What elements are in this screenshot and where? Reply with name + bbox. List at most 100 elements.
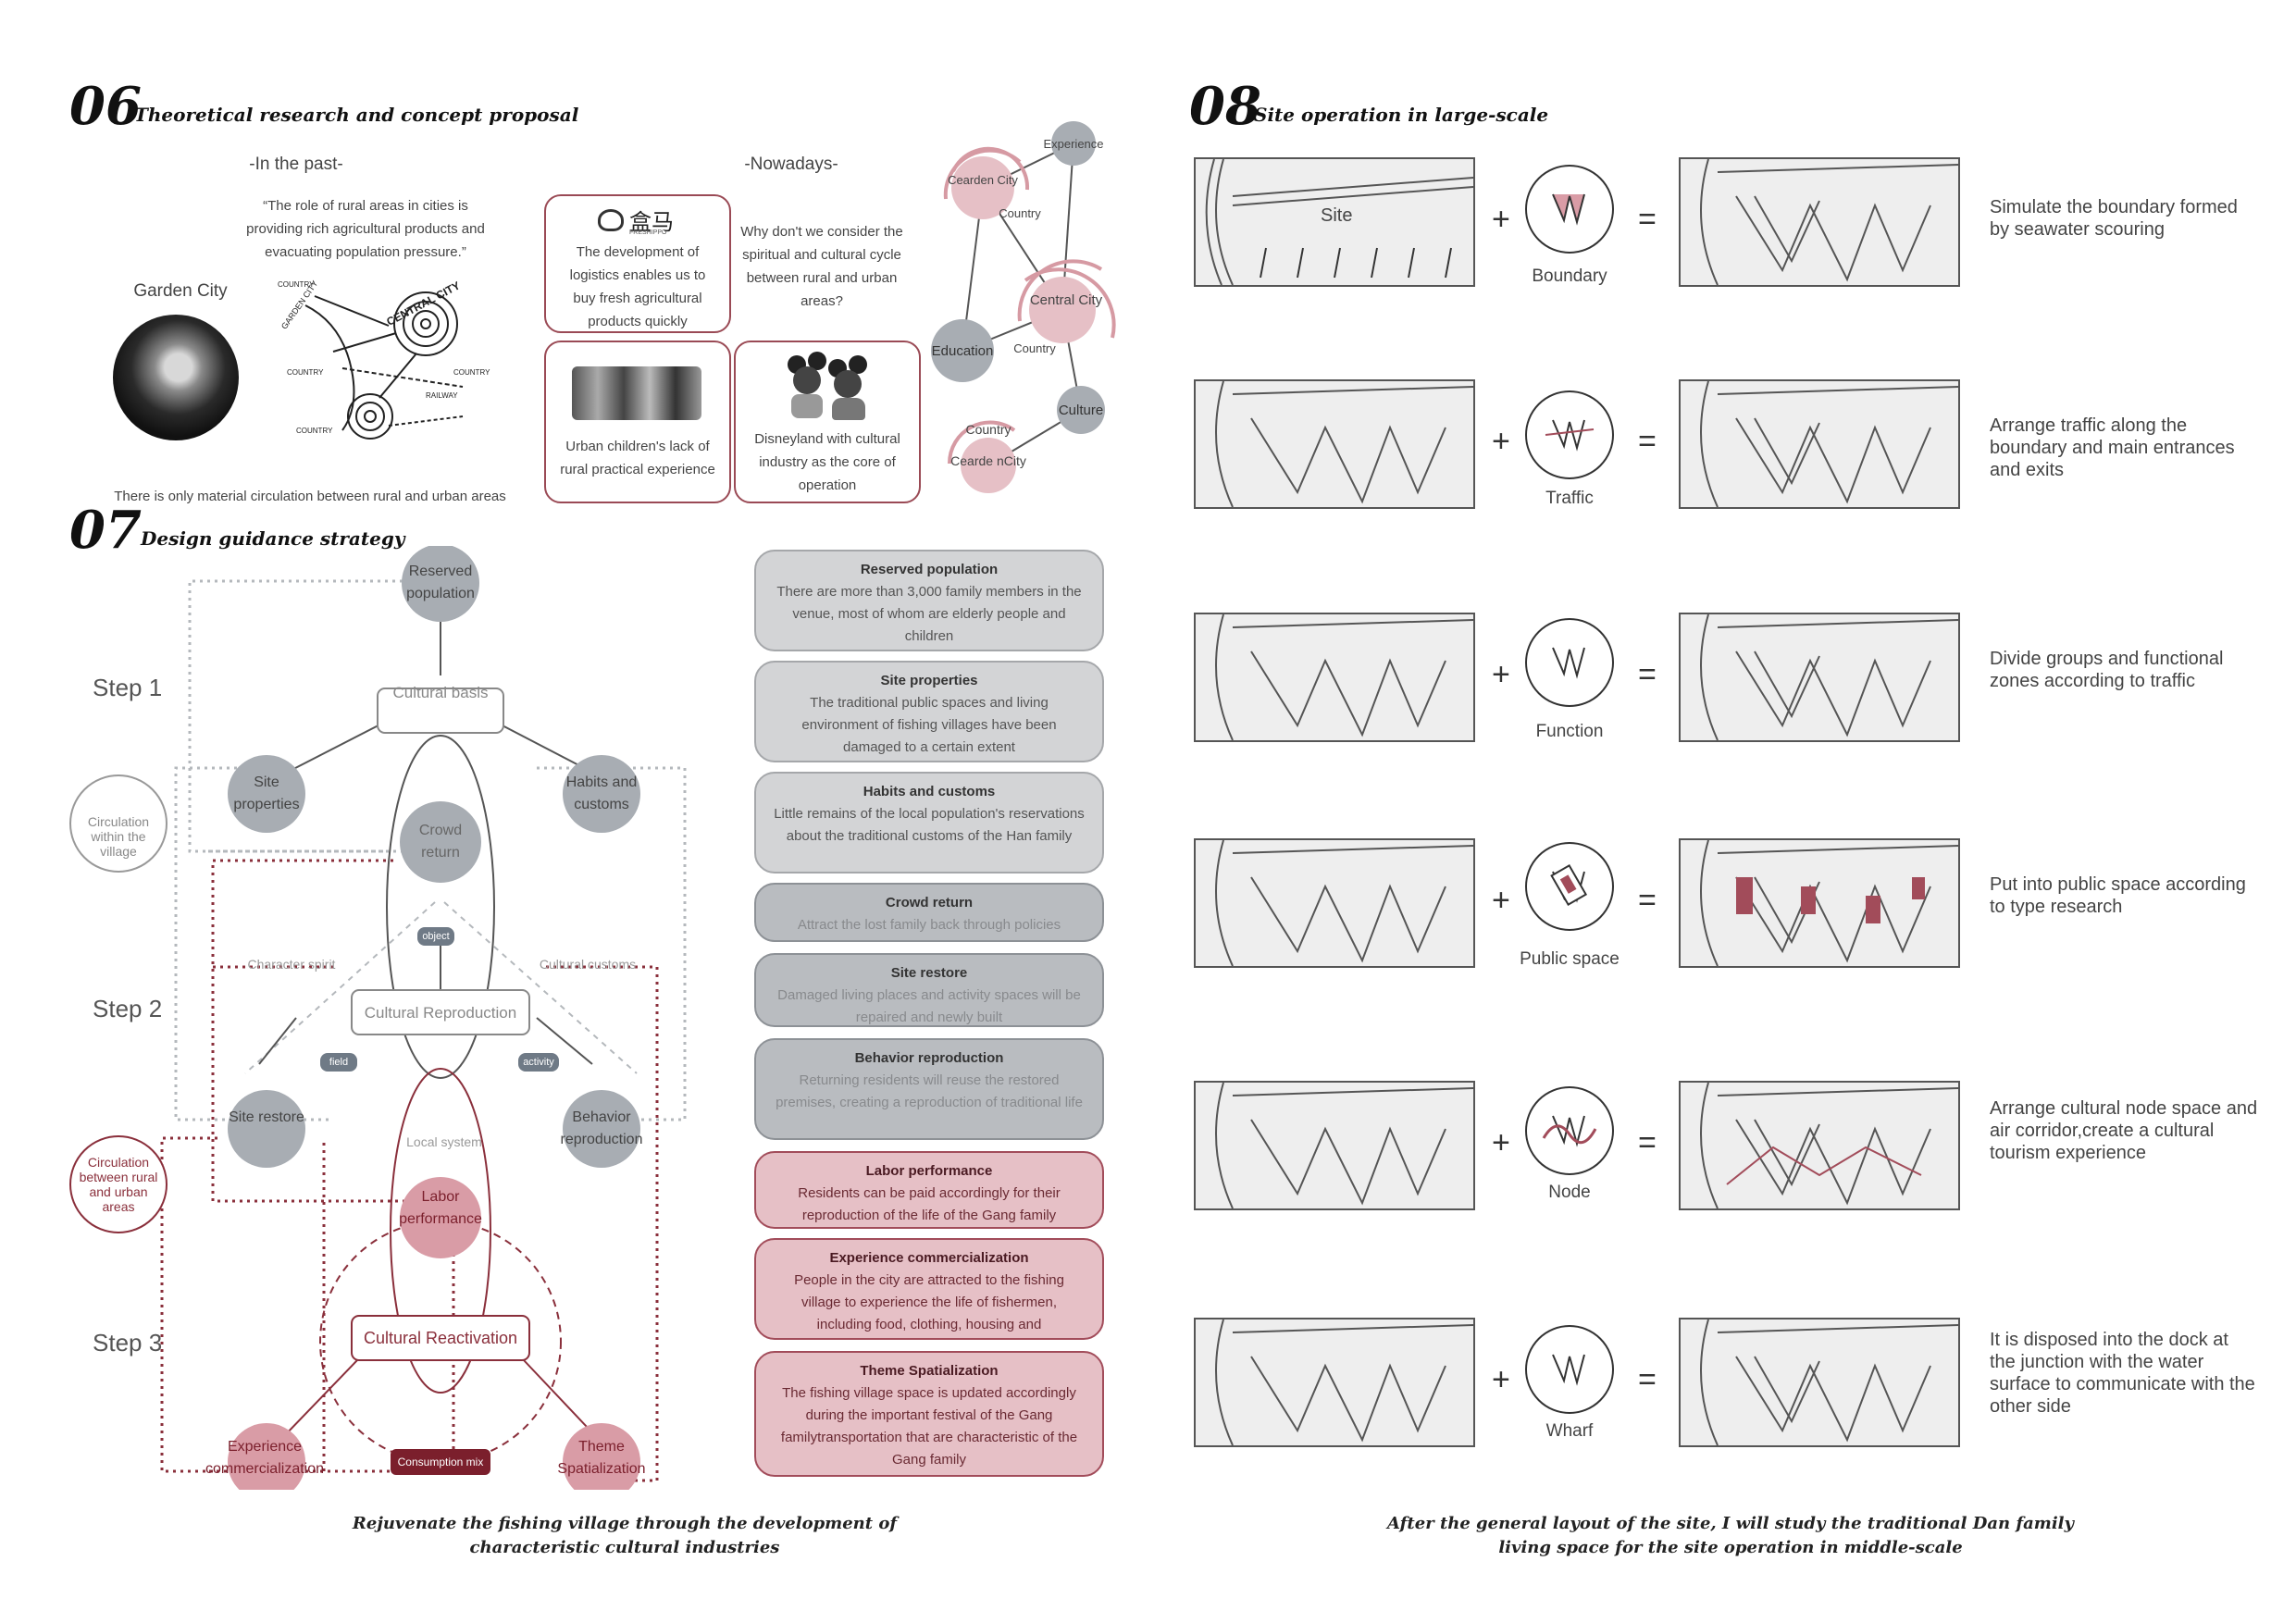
node-cultural-reactivation: Cultural Reactivation [363,1329,518,1347]
net-node-cearde-ncity: Cearde nCity [950,453,1026,468]
strategy-box-3: Habits and customs Little remains of the… [754,772,1104,873]
strategy-box-7: Labor performance Residents can be paid … [754,1151,1104,1229]
map-label-country-4: COUNTRY [296,427,333,435]
strategy-body-9: The fishing village space is updated acc… [780,1385,1078,1468]
result-panel [1679,838,1960,968]
site-panel [1194,379,1475,509]
section-06-number: 06 [69,76,142,137]
equals-sign: = [1638,424,1657,459]
plus-sign: + [1492,1362,1510,1397]
strategy-body-3: Little remains of the local population's… [774,806,1085,844]
strategy-body-8: People in the city are attracted to the … [794,1272,1064,1332]
node-behavior-reproduction: Behavior reproduction [560,1109,643,1147]
card-disney: Disneyland with cultural industry as the… [734,341,921,503]
strategy-title-9: Theme Spatialization [860,1363,999,1379]
section-08-number: 08 [1189,76,1261,137]
net-node-country-2: Country [1013,341,1056,355]
result-panel [1679,379,1960,509]
map-label-country-3: COUNTRY [453,368,490,377]
garden-city-diagram: CENTRAL CITY GARDEN CITY COUNTRY COUNTRY… [278,279,490,440]
tag-activity: activity [523,1057,554,1068]
strategy-body-6: Returning residents will reuse the resto… [776,1072,1083,1110]
node-reserved-population: Reserved population [406,564,475,601]
plus-sign: + [1492,657,1510,692]
operation-icon-circle [1525,1086,1614,1175]
strategy-box-9: Theme Spatialization The fishing village… [754,1351,1104,1477]
plus-sign: + [1492,202,1510,237]
section-07-title: Design guidance strategy [141,527,405,550]
freshippo-logo: 盒马 FRESHIPPO [598,205,679,239]
equals-sign: = [1638,883,1657,918]
map-label-railway: RAILWAY [426,391,458,400]
net-node-education: Education [932,343,994,359]
past-label: -In the past- [249,155,343,174]
node-site-properties: Site properties [233,774,300,812]
result-panel [1679,157,1960,287]
section-07-caption: Rejuvenate the fishing village through t… [352,1514,898,1557]
children-photo [572,366,701,420]
operation-icon-circle [1525,842,1614,931]
result-panel [1679,1318,1960,1447]
operation-label: Public space [1520,949,1620,969]
hippo-icon [598,209,624,231]
result-panel [1679,613,1960,742]
node-labor-performance: Labor performance [399,1189,482,1227]
section-08-title: Site operation in large-scale [1254,104,1549,126]
section-08-caption: After the general layout of the site, I … [1387,1514,2074,1557]
card-logistics: 盒马 FRESHIPPO The development of logistic… [544,194,731,333]
net-node-country-3: Country [965,422,1011,437]
culture-network-diagram: Experience Cearden City Country Central … [931,121,1116,493]
question-text: Why don't we consider the spiritual and … [740,224,903,309]
node-experience-commercialization: Experience commercialization [205,1439,325,1477]
plus-sign: + [1492,1125,1510,1160]
strategy-title-5: Site restore [890,965,968,981]
node-habits-customs: Habits and customs [565,774,638,812]
strategy-title-4: Crowd return [885,895,974,911]
node-site-restore: Site restore [229,1109,304,1125]
plus-sign: + [1492,883,1510,918]
strategy-body-7: Residents can be paid accordingly for th… [798,1185,1061,1223]
traffic-icon [1545,419,1595,452]
boundary-icon [1552,193,1585,226]
step-3-label: Step 3 [93,1329,163,1357]
past-quote: “The role of rural areas in cities is pr… [246,198,485,260]
past-bottom-note: There is only material circulation betwe… [114,489,506,504]
disney-characters-image [784,352,871,420]
net-node-culture: Culture [1059,403,1103,418]
net-node-cearden-city: Cearden City [948,173,1018,187]
label-local-system: Local system [406,1134,482,1149]
strategy-title-1: Reserved population [860,562,999,577]
equals-sign: = [1638,202,1657,237]
equals-sign: = [1638,1125,1657,1160]
site-panel [1194,838,1475,968]
strategy-body-1: There are more than 3,000 family members… [776,584,1082,644]
site-label: Site [1321,205,1353,226]
net-node-experience: Experience [1043,137,1103,151]
operation-icon-circle [1525,390,1614,479]
node-circulation-rural-urban: Circulation between rural and urban area… [79,1155,158,1214]
operation-label: Traffic [1545,489,1594,508]
operation-icon-circle [1525,165,1614,254]
site-panel [1194,1081,1475,1210]
plus-sign: + [1492,424,1510,459]
net-node-country-1: Country [999,206,1041,220]
strategy-box-1: Reserved population There are more than … [754,550,1104,651]
function-icon [1552,647,1585,679]
strategy-body-2: The traditional public spaces and living… [801,695,1057,755]
strategy-box-5: Site restore Damaged living places and a… [754,953,1104,1027]
public-space-icon [1550,864,1588,906]
operation-description: Simulate the boundary formed by seawater… [1990,197,2238,240]
operation-icon-circle [1525,618,1614,707]
node-circulation-village: Circulation within the village [87,814,150,859]
equals-sign: = [1638,657,1657,692]
node-crowd-return: Crowd return [418,823,463,861]
operation-description: Arrange cultural node space and air corr… [1990,1098,2258,1163]
tag-field: field [329,1057,349,1068]
node-theme-spatialization: Theme Spatialization [557,1439,646,1477]
map-label-country-1: COUNTRY [278,280,315,289]
result-panel [1679,1081,1960,1210]
garden-city-label: Garden City [133,281,228,301]
step-2-label: Step 2 [93,995,163,1022]
site-panel: Site [1194,157,1475,287]
strategy-box-8: Experience commercialization People in t… [754,1238,1104,1340]
